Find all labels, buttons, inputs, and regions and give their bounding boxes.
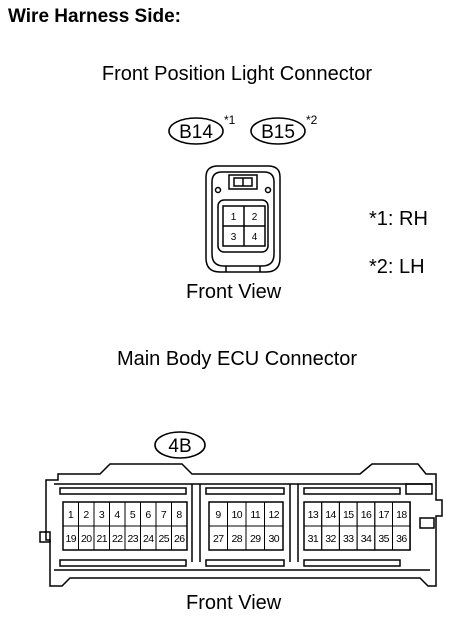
pin-label: 14 [325, 509, 336, 521]
pin-label: 8 [176, 509, 182, 521]
front-position-light-view-label: Front View [186, 281, 282, 303]
pin-label: 32 [325, 533, 336, 545]
pin-label: 19 [66, 533, 77, 545]
pin-label: 34 [361, 533, 372, 545]
connector-code-b14-label: B14 [179, 122, 213, 143]
pin-label: 13 [308, 509, 319, 521]
pin-cell [392, 525, 411, 551]
pin-label: 16 [361, 509, 372, 521]
pin-label: 6 [145, 509, 151, 521]
pin-label: 22 [112, 533, 123, 545]
connector-code-4b: 4B [154, 431, 206, 459]
pin-label: 17 [378, 509, 389, 521]
connector-code-b14-note: *1 [224, 113, 236, 127]
connector-code-b15-label: B15 [261, 122, 295, 143]
connector-code-4b-label: 4B [168, 436, 191, 457]
pin-cell [171, 525, 188, 551]
pin-label: 26 [174, 533, 185, 545]
pin-label: 24 [143, 533, 154, 545]
pin-label: 33 [343, 533, 354, 545]
front-position-light-title: Front Position Light Connector [101, 63, 373, 85]
pin-label: 30 [269, 533, 280, 545]
connector-code-b15-note: *2 [306, 113, 318, 127]
main-body-ecu-title: Main Body ECU Connector [116, 348, 358, 370]
pin-label: 10 [232, 509, 243, 521]
pin-label: 2 [83, 509, 89, 521]
pin-label: 5 [130, 509, 136, 521]
pin-label: 35 [378, 533, 389, 545]
pin-label: 7 [161, 509, 167, 521]
pin-label: 29 [250, 533, 261, 545]
pin-label: 1 [231, 212, 237, 223]
pin-label: 2 [252, 212, 258, 223]
pin-label: 20 [81, 533, 92, 545]
pin-label: 15 [343, 509, 354, 521]
pin-label: 9 [215, 509, 221, 521]
pin-label: 27 [213, 533, 224, 545]
pin-label: 18 [396, 509, 407, 521]
page-heading: Wire Harness Side: [8, 6, 182, 27]
pin-label: 36 [396, 533, 407, 545]
pin-label: 3 [231, 232, 237, 243]
pin-label: 3 [99, 509, 105, 521]
pin-label: 11 [250, 509, 260, 521]
note-rh: *1: RH [369, 208, 428, 230]
pin-label: 31 [308, 533, 319, 545]
front-position-light-pins: 1 2 3 4 [231, 212, 258, 243]
note-lh: *2: LH [369, 256, 425, 278]
pin-label: 12 [269, 509, 280, 521]
pin-label: 1 [68, 509, 74, 521]
pin-label: 28 [232, 533, 243, 545]
pin-label: 4 [114, 509, 120, 521]
pin-cell [264, 525, 284, 551]
connector-code-b15: B15 *2 [250, 113, 318, 145]
main-body-ecu-connector-body [39, 463, 443, 587]
connector-code-b14: B14 *1 [168, 113, 236, 145]
front-position-light-connector-body [205, 165, 281, 273]
pin-label: 21 [97, 533, 108, 545]
pin-label: 4 [252, 232, 258, 243]
pin-label: 23 [128, 533, 139, 545]
pin-label: 25 [159, 533, 170, 545]
main-body-ecu-view-label: Front View [186, 592, 282, 614]
